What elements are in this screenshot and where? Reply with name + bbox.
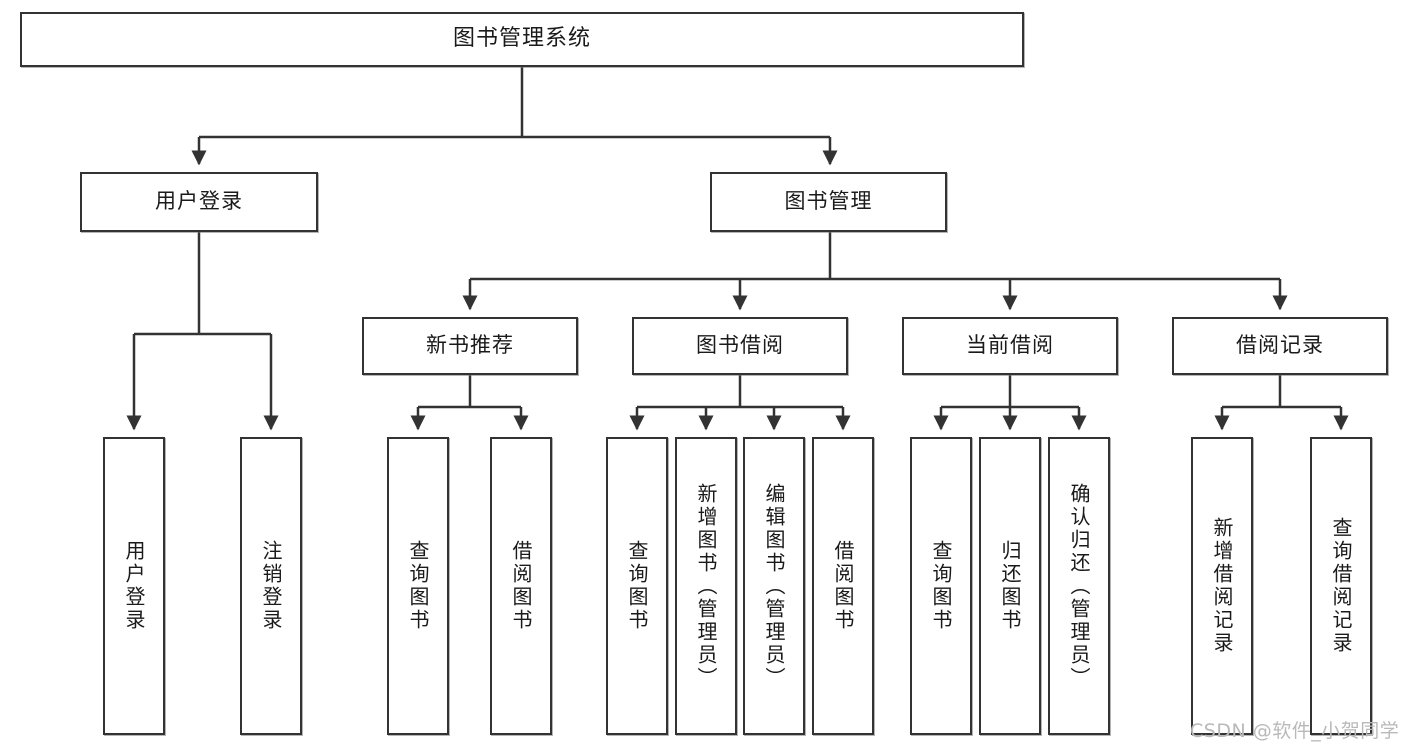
- leaf-user-login[interactable]: 用户登录: [103, 437, 165, 735]
- node-label: 借阅图书: [831, 540, 855, 632]
- node-label: 新增图书（管理员）: [694, 482, 718, 690]
- leaf-edit-book-admin[interactable]: 编辑图书（管理员）: [743, 437, 805, 735]
- node-book-borrow[interactable]: 图书借阅: [632, 317, 848, 375]
- node-current-borrow[interactable]: 当前借阅: [902, 317, 1118, 375]
- leaf-add-book-admin[interactable]: 新增图书（管理员）: [675, 437, 737, 735]
- node-book-management[interactable]: 图书管理: [710, 172, 947, 232]
- node-label: 归还图书: [998, 540, 1022, 632]
- node-label: 注销登录: [259, 540, 283, 632]
- leaf-query-book-recommend[interactable]: 查询图书: [387, 437, 449, 735]
- node-label: 用户登录: [122, 540, 146, 632]
- node-user-login[interactable]: 用户登录: [80, 172, 318, 232]
- node-label: 确认归还（管理员）: [1067, 482, 1091, 690]
- leaf-borrow-book-recommend[interactable]: 借阅图书: [490, 437, 552, 735]
- node-label: 编辑图书（管理员）: [762, 482, 786, 690]
- node-label: 查询借阅记录: [1329, 517, 1353, 655]
- node-label: 用户登录: [155, 189, 243, 214]
- node-label: 图书管理: [784, 189, 873, 214]
- node-label: 借阅记录: [1236, 333, 1324, 358]
- leaf-borrow-book[interactable]: 借阅图书: [812, 437, 874, 735]
- leaf-query-borrow-record[interactable]: 查询借阅记录: [1310, 437, 1372, 735]
- node-label: 借阅图书: [509, 540, 533, 632]
- node-label: 查询图书: [929, 540, 953, 632]
- csdn-watermark: CSDN @软件_小贺同学: [1190, 720, 1400, 742]
- node-label: 图书借阅: [696, 333, 784, 358]
- node-new-book-recommend[interactable]: 新书推荐: [362, 317, 578, 375]
- leaf-confirm-return-admin[interactable]: 确认归还（管理员）: [1048, 437, 1110, 735]
- node-root-system[interactable]: 图书管理系统: [20, 12, 1024, 67]
- node-label: 查询图书: [625, 540, 649, 632]
- node-borrow-record[interactable]: 借阅记录: [1172, 317, 1388, 375]
- node-label: 图书管理系统: [452, 26, 591, 52]
- node-label: 新增借阅记录: [1210, 517, 1234, 655]
- node-label: 新书推荐: [426, 333, 514, 358]
- leaf-query-book-current[interactable]: 查询图书: [910, 437, 972, 735]
- node-label: 当前借阅: [966, 333, 1054, 358]
- leaf-return-book[interactable]: 归还图书: [979, 437, 1041, 735]
- leaf-query-book-borrow[interactable]: 查询图书: [606, 437, 668, 735]
- leaf-add-borrow-record[interactable]: 新增借阅记录: [1191, 437, 1253, 735]
- node-label: 查询图书: [406, 540, 430, 632]
- leaf-logout[interactable]: 注销登录: [240, 437, 302, 735]
